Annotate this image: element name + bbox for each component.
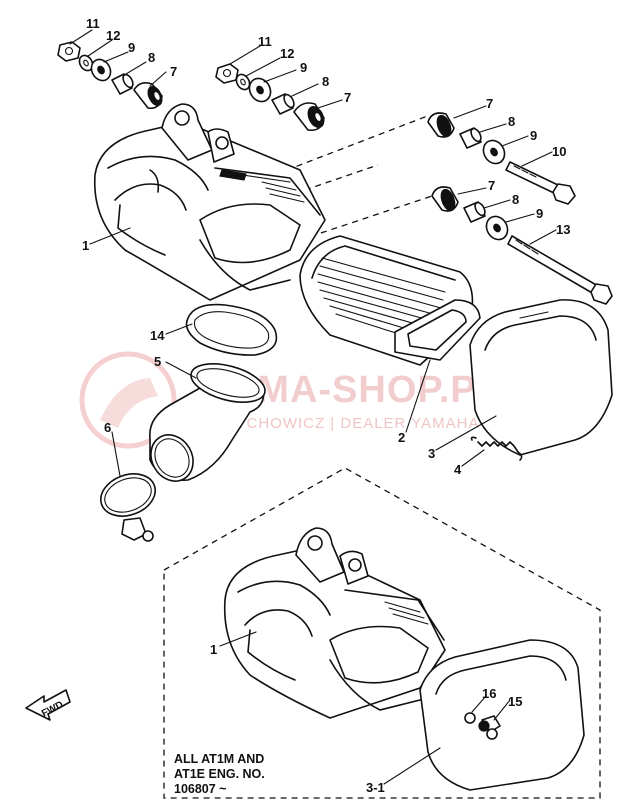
fastener-stack-center [215, 63, 325, 132]
label-7-a: 7 [170, 64, 177, 79]
applicability-note: ALL AT1M AND AT1E ENG. NO. 106807 ~ [174, 752, 265, 796]
label-11-a: 11 [86, 16, 100, 31]
label-12-a: 12 [106, 28, 120, 43]
fastener-stack-right-upper [427, 112, 576, 205]
intake-joint-elbow [149, 363, 266, 482]
callout-leaders [69, 29, 557, 785]
forward-direction-arrow: FWD [25, 689, 71, 721]
label-13: 13 [556, 222, 570, 237]
label-15: 15 [508, 694, 522, 709]
label-1-b: 1 [210, 642, 217, 657]
label-10: 10 [552, 144, 566, 159]
watermark-logo: YAMA-SHOP.PL WOJTCHOWICZ | DEALER YAMAHA [79, 351, 500, 449]
label-8-b: 8 [322, 74, 329, 89]
label-11-b: 11 [258, 34, 272, 49]
label-8-d: 8 [512, 192, 519, 207]
air-cleaner-cover [469, 299, 613, 456]
air-cleaner-case-upper [93, 103, 326, 301]
label-12-b: 12 [280, 46, 294, 61]
label-9-a: 9 [128, 40, 135, 55]
fastener-stack-right-lower [431, 186, 613, 305]
note-line-2: AT1E ENG. NO. [174, 767, 265, 781]
note-line-3: 106807 ~ [174, 782, 226, 796]
label-16: 16 [482, 686, 496, 701]
label-9-c: 9 [530, 128, 537, 143]
label-9-d: 9 [536, 206, 543, 221]
label-3-1: 3-1 [366, 780, 385, 795]
label-7-d: 7 [488, 178, 495, 193]
callout-labels: 11 12 9 8 7 11 12 9 8 7 7 8 9 10 7 8 9 1… [82, 16, 570, 795]
label-5: 5 [154, 354, 161, 369]
air-filter-element [299, 235, 481, 366]
spring-clip [470, 436, 523, 461]
label-6: 6 [104, 420, 111, 435]
label-14: 14 [150, 328, 165, 343]
label-8-c: 8 [508, 114, 515, 129]
air-cleaner-cover-variant [419, 639, 585, 791]
fastener-stack-left [57, 41, 163, 110]
label-7-c: 7 [486, 96, 493, 111]
label-4: 4 [454, 462, 462, 477]
gasket-ring [185, 303, 278, 356]
label-8-a: 8 [148, 50, 155, 65]
watermark-subtitle: WOJTCHOWICZ | DEALER YAMAHA [200, 415, 480, 432]
label-3: 3 [428, 446, 435, 461]
label-2: 2 [398, 430, 405, 445]
label-7-b: 7 [344, 90, 351, 105]
hose-clamp [100, 473, 156, 542]
label-1-a: 1 [82, 238, 89, 253]
label-9-b: 9 [300, 60, 307, 75]
air-cleaner-case-lower [223, 527, 446, 719]
note-line-1: ALL AT1M AND [174, 752, 264, 766]
